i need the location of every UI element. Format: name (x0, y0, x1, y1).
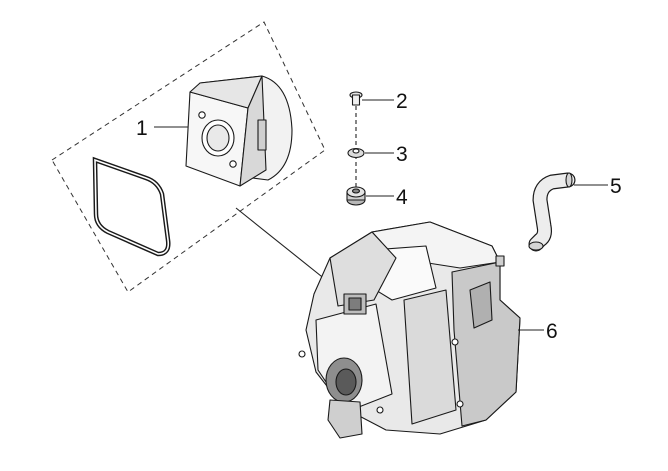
callout-label-1: 1 (136, 117, 148, 140)
hose-icon (528, 172, 576, 252)
grommet-icon (346, 186, 366, 206)
gasket-ring-icon (92, 156, 171, 257)
callout-label-5: 5 (610, 175, 622, 198)
air-filter-housing-icon (298, 221, 521, 439)
callout-label-6: 6 (546, 320, 558, 343)
dashed-group-box (51, 21, 326, 293)
callout-label-3: 3 (396, 143, 408, 166)
callout-label-4: 4 (396, 186, 408, 209)
washer-icon (347, 147, 365, 159)
callout-label-2: 2 (396, 90, 408, 113)
intake-adapter-block-icon (185, 75, 293, 187)
screw-icon (349, 91, 363, 106)
